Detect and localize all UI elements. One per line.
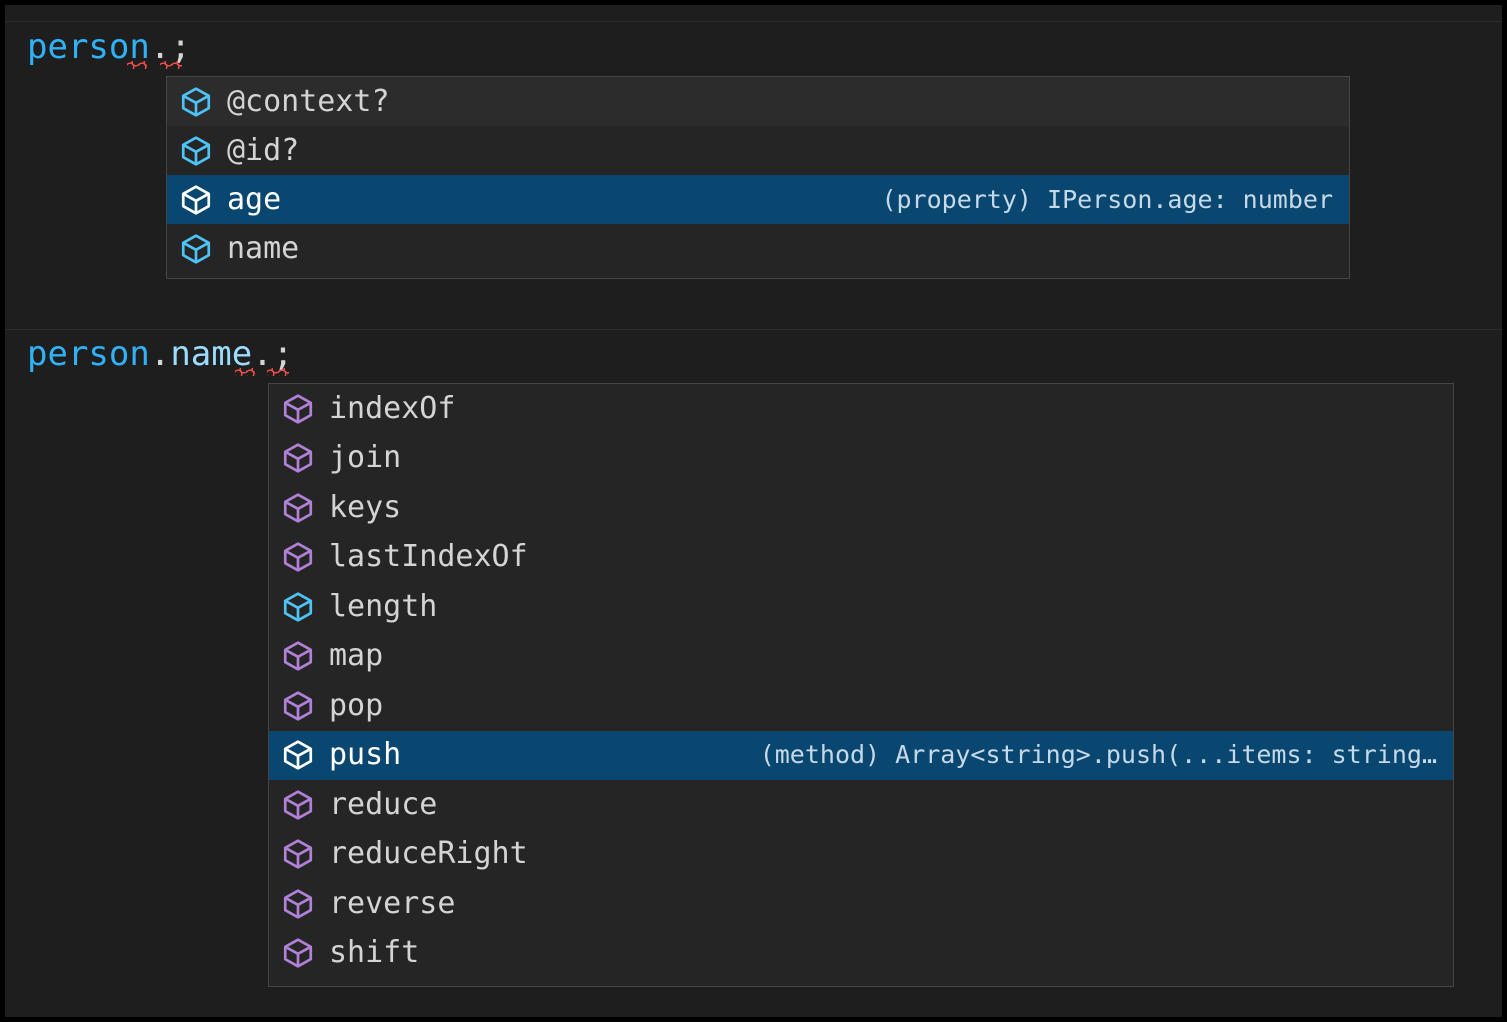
- property-cube-icon: [181, 86, 211, 117]
- suggest-item[interactable]: @context?: [167, 77, 1349, 126]
- error-squiggle-icon: [127, 61, 147, 69]
- method-cube-icon: [283, 493, 313, 523]
- method-cube-icon: [283, 790, 313, 820]
- method-cube-icon: [283, 542, 313, 572]
- suggest-item[interactable]: reduce: [269, 780, 1453, 830]
- suggest-item[interactable]: shift: [269, 929, 1453, 979]
- suggest-widget-person-name[interactable]: indexOf join keys lastIndexOf: [268, 383, 1454, 987]
- suggest-item-label: pop: [329, 687, 384, 723]
- suggest-item[interactable]: @id?: [167, 126, 1349, 175]
- suggest-item[interactable]: reduceRight: [269, 830, 1453, 880]
- editor-surface: person.; person.name.; @context? @id?: [5, 5, 1502, 1017]
- property-cube-icon: [283, 592, 313, 622]
- suggest-item-label: reduce: [329, 786, 438, 822]
- suggest-item[interactable]: keys: [269, 483, 1453, 533]
- error-squiggle-icon: [160, 61, 182, 69]
- method-cube-icon: [283, 691, 313, 721]
- suggest-item-label: push: [329, 737, 402, 773]
- suggest-item[interactable]: name: [167, 224, 1349, 273]
- suggest-item[interactable]: map: [269, 632, 1453, 682]
- token-semicolon: ;: [272, 334, 294, 374]
- token-property-name: name: [170, 334, 253, 374]
- suggest-item[interactable]: indexOf: [269, 384, 1453, 434]
- suggest-item-label: join: [329, 440, 402, 476]
- error-squiggle-icon: [267, 368, 289, 376]
- method-cube-icon: [283, 641, 313, 671]
- token-dot: .: [149, 27, 171, 67]
- suggest-item[interactable]: reverse: [269, 879, 1453, 929]
- editor-divider-middle: [5, 329, 1502, 330]
- suggest-item-label: indexOf: [329, 390, 456, 426]
- token-dot: .: [252, 334, 273, 374]
- suggest-item-detail: (method) Array<string>.push(...items: st…: [759, 740, 1437, 770]
- suggest-item-label: shift: [329, 935, 420, 971]
- editor-divider-top: [5, 21, 1502, 22]
- token-identifier-person: person: [27, 27, 150, 67]
- suggest-item-label: @context?: [227, 83, 390, 119]
- error-squiggle-icon: [235, 368, 255, 376]
- suggest-item-detail: (property) IPerson.age: number: [881, 184, 1333, 214]
- token-semicolon: ;: [170, 27, 191, 67]
- suggest-item-label: reverse: [329, 885, 456, 921]
- suggest-item-label: lastIndexOf: [329, 539, 528, 575]
- suggest-item[interactable]: pop: [269, 681, 1453, 731]
- suggest-item[interactable]: join: [269, 434, 1453, 484]
- suggest-item-label: @id?: [227, 132, 300, 168]
- suggest-item[interactable]: length: [269, 582, 1453, 632]
- property-cube-icon: [181, 135, 211, 166]
- method-cube-icon: [283, 938, 313, 968]
- suggest-item-label: length: [329, 588, 438, 624]
- suggest-item-label: map: [329, 638, 384, 674]
- code-line-2[interactable]: person.name.;: [27, 334, 293, 374]
- property-cube-icon: [181, 184, 211, 215]
- suggest-item-label: age: [227, 181, 282, 217]
- method-cube-icon: [283, 394, 313, 424]
- method-cube-icon: [283, 889, 313, 919]
- suggest-item-label: keys: [329, 489, 402, 525]
- suggest-item-label: reduceRight: [329, 836, 528, 872]
- suggest-item-selected[interactable]: age (property) IPerson.age: number: [167, 175, 1349, 224]
- code-line-1[interactable]: person.;: [27, 27, 191, 67]
- method-cube-icon: [283, 740, 313, 770]
- suggest-item[interactable]: lastIndexOf: [269, 533, 1453, 583]
- property-cube-icon: [181, 233, 211, 264]
- token-identifier-person: person: [27, 334, 150, 374]
- token-dot: .: [149, 334, 171, 374]
- suggest-item-label: name: [227, 230, 300, 266]
- method-cube-icon: [283, 443, 313, 473]
- suggest-item-selected[interactable]: push (method) Array<string>.push(...item…: [269, 730, 1453, 780]
- suggest-widget-person[interactable]: @context? @id? age (property) IPerson.ag…: [166, 76, 1350, 279]
- method-cube-icon: [283, 839, 313, 869]
